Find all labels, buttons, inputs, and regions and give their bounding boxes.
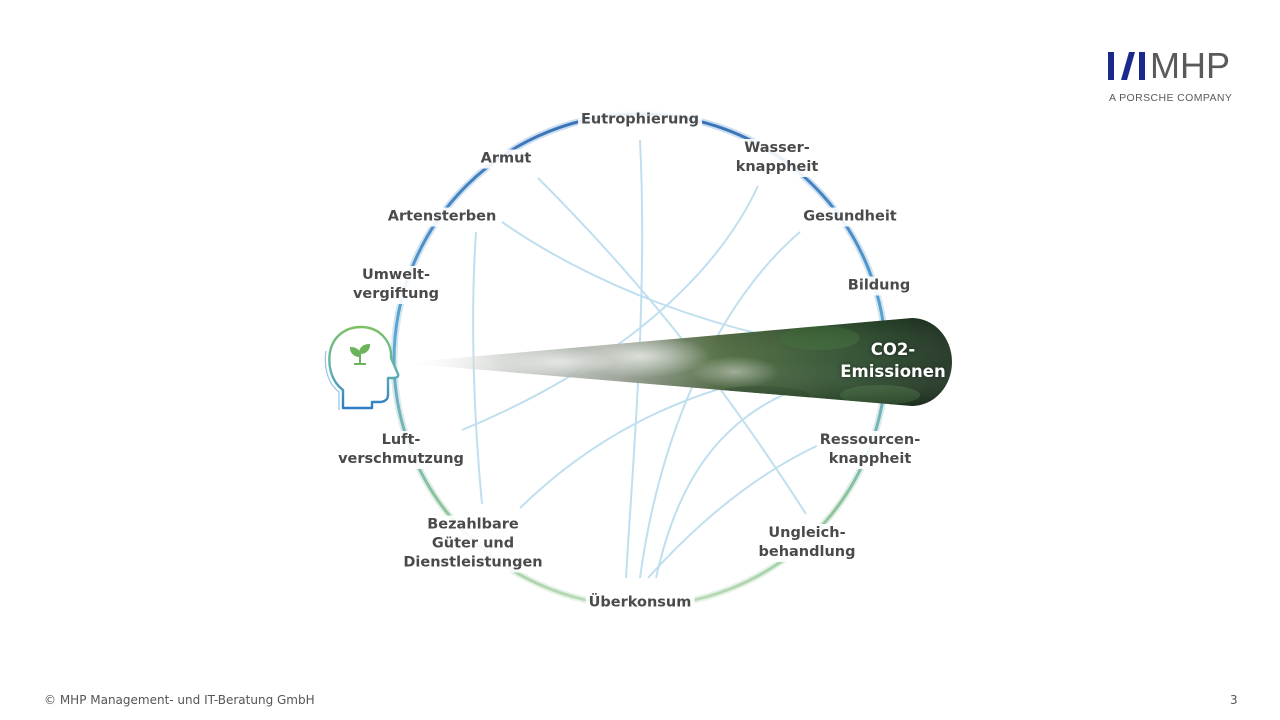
footer-copyright: © MHP Management- und IT-Beratung GmbH bbox=[44, 693, 315, 707]
node-eutrophierung: Eutrophierung bbox=[578, 110, 702, 130]
node-bildung: Bildung bbox=[844, 276, 914, 296]
node-label-line: knappheit bbox=[735, 159, 819, 175]
link-armut-ungleich bbox=[537, 177, 807, 515]
node-gesundheit: Gesundheit bbox=[800, 207, 900, 227]
node-bezahlbare-gueter: Bezahlbare Güter und Dienstleistungen bbox=[400, 515, 546, 573]
logo-brand-text: MHP bbox=[1150, 45, 1230, 86]
node-label-line: knappheit bbox=[828, 451, 912, 467]
node-label-line: behandlung bbox=[758, 544, 856, 560]
logo-tagline: A PORSCHE COMPANY bbox=[1109, 92, 1233, 104]
node-label-line: Eutrophierung bbox=[581, 111, 699, 128]
node-label-line: Ungleich- bbox=[768, 525, 846, 541]
node-label-line: Überkonsum bbox=[588, 594, 692, 611]
node-label-line: Dienstleistungen bbox=[403, 554, 543, 571]
seedling-icon bbox=[349, 343, 371, 365]
mhp-logo-mark-icon bbox=[1108, 52, 1145, 80]
node-umweltvergiftung: Umwelt- vergiftung bbox=[349, 266, 443, 304]
co2-emissionen-label: CO2- Emissionen bbox=[840, 339, 945, 383]
node-label-line: Luft- bbox=[381, 432, 421, 448]
head-icon bbox=[324, 325, 400, 410]
mhp-logo: MHP A PORSCHE COMPANY bbox=[1108, 45, 1238, 106]
link-arten-bezahlbar bbox=[472, 231, 483, 505]
link-ressourcen-ueberkonsum bbox=[647, 439, 831, 579]
node-wasserknappheit: Wasser- knappheit bbox=[732, 139, 822, 177]
node-ungleichbehandlung: Ungleich- behandlung bbox=[755, 524, 859, 562]
page-number: 3 bbox=[1230, 693, 1238, 707]
node-luftverschmutzung: Luft- verschmutzung bbox=[335, 431, 467, 469]
node-label-line: Gesundheit bbox=[803, 208, 897, 225]
node-label-line: verschmutzung bbox=[338, 451, 464, 467]
node-artensterben: Artensterben bbox=[384, 207, 500, 227]
node-label-line: Bildung bbox=[847, 277, 911, 294]
node-label-line: vergiftung bbox=[352, 286, 440, 302]
node-label-line: Güter und bbox=[431, 535, 515, 552]
co2-label-line: CO2- bbox=[870, 340, 916, 359]
co2-label-line: Emissionen bbox=[840, 362, 946, 381]
node-ressourcenknappheit: Ressourcen- knappheit bbox=[816, 431, 924, 469]
node-label-line: Wasser- bbox=[744, 140, 810, 156]
node-armut: Armut bbox=[477, 149, 535, 169]
node-label-line: Armut bbox=[480, 150, 532, 167]
node-label-line: Ressourcen- bbox=[819, 432, 921, 448]
co2-beam bbox=[400, 318, 952, 406]
node-label-line: Bezahlbare bbox=[427, 516, 519, 533]
link-arten-co2 bbox=[501, 221, 821, 347]
node-ueberkonsum: Überkonsum bbox=[585, 593, 695, 613]
node-label-line: Artensterben bbox=[387, 208, 497, 225]
node-label-line: Umwelt- bbox=[361, 267, 431, 283]
link-wasser-luft bbox=[461, 185, 759, 431]
